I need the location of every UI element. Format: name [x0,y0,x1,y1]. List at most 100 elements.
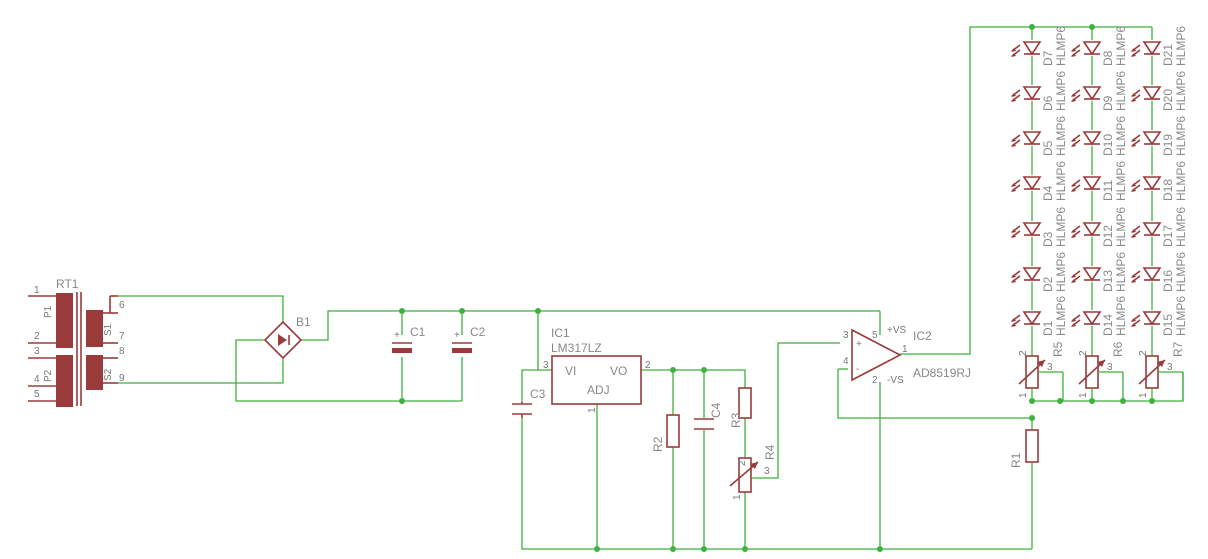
led-value: HLMP6 [1114,252,1128,292]
secondary-winding-2 [86,355,103,390]
svg-text:2: 2 [1018,350,1029,356]
svg-text:3: 3 [1047,362,1053,373]
svg-text:S2: S2 [103,368,114,381]
svg-text:8: 8 [119,346,125,357]
secondary-winding-1 [86,310,103,347]
led-label: D15 [1161,314,1175,336]
svg-text:3: 3 [764,466,770,477]
regulator-ic1: IC1 LM317LZ VI VO ADJ 3 2 1 [543,326,651,413]
junctions [399,24,1155,552]
resistor-r1: R1 [1009,429,1039,468]
led-value: HLMP6 [1114,71,1128,111]
resistor-r2: R2 [651,414,680,452]
led-label: D1 [1041,320,1055,336]
led-label: D20 [1161,89,1175,111]
c1-label: C1 [410,325,426,339]
led-value: HLMP6 [1114,116,1128,156]
ic2-value: AD8519RJ [913,366,971,380]
led-label: D21 [1161,44,1175,66]
primary-winding-1 [56,293,73,348]
svg-text:6: 6 [119,300,125,311]
led-value: HLMP6 [1114,161,1128,201]
led-label: D11 [1101,180,1115,201]
svg-text:2: 2 [34,331,40,342]
svg-text:4: 4 [843,356,849,367]
svg-text:3: 3 [543,360,549,371]
ic1-value: LM317LZ [551,341,602,355]
led-label: D3 [1041,231,1055,247]
led-label: D9 [1101,95,1115,111]
transformer-name: RT1 [56,277,79,291]
led-value: HLMP6 [1174,296,1188,336]
led-value: HLMP6 [1174,207,1188,247]
pot-label: R5 [1051,341,1065,357]
led-value: HLMP6 [1054,116,1068,156]
ic2-name: IC2 [913,329,932,343]
capacitor-c1: + C1 [392,325,426,353]
transformer-leads [28,295,118,402]
led-value: HLMP6 [1174,116,1188,156]
led-label: D6 [1041,95,1055,111]
r2-label: R2 [651,436,665,452]
led-value: HLMP6 [1114,296,1128,336]
bridge-rectifier-b1: B1 [263,315,311,360]
led-value: HLMP6 [1114,26,1128,66]
led-value: HLMP6 [1114,207,1128,247]
svg-text:VI: VI [565,364,576,378]
r3-label: R3 [729,412,743,428]
c2-label: C2 [470,325,486,339]
r4-label: R4 [763,444,777,460]
led-label: D18 [1161,179,1175,201]
svg-text:2: 2 [737,460,748,466]
svg-text:+: + [394,330,400,341]
led-value: HLMP6 [1054,207,1068,247]
led-value: HLMP6 [1054,296,1068,336]
led-value: HLMP6 [1054,26,1068,66]
svg-text:2: 2 [1138,350,1149,356]
led-value: HLMP6 [1174,252,1188,292]
led-value: HLMP6 [1054,161,1068,201]
transformer-rt1: RT1 1 2 3 4 5 6 7 8 9 P1 P2 S1 [28,277,125,407]
led-label: D7 [1041,50,1055,66]
c4-label: C4 [709,402,723,418]
led-label: D5 [1041,140,1055,156]
led-label: D2 [1041,276,1055,292]
svg-text:2: 2 [645,360,651,371]
svg-text:1: 1 [732,494,743,500]
svg-text:3: 3 [34,346,40,357]
svg-text:1: 1 [902,344,908,355]
primary-winding-2 [56,355,73,407]
svg-text:VO: VO [610,364,627,378]
svg-text:P2: P2 [43,369,54,382]
led-value: HLMP6 [1174,161,1188,201]
led-label: D10 [1101,134,1115,156]
led-value: HLMP6 [1054,252,1068,292]
led-label: D16 [1161,270,1175,292]
svg-text:-VS: -VS [887,375,904,386]
svg-text:2: 2 [872,375,878,386]
ic1-name: IC1 [551,326,570,340]
led-label: D13 [1101,270,1115,292]
svg-text:3: 3 [1167,362,1173,373]
